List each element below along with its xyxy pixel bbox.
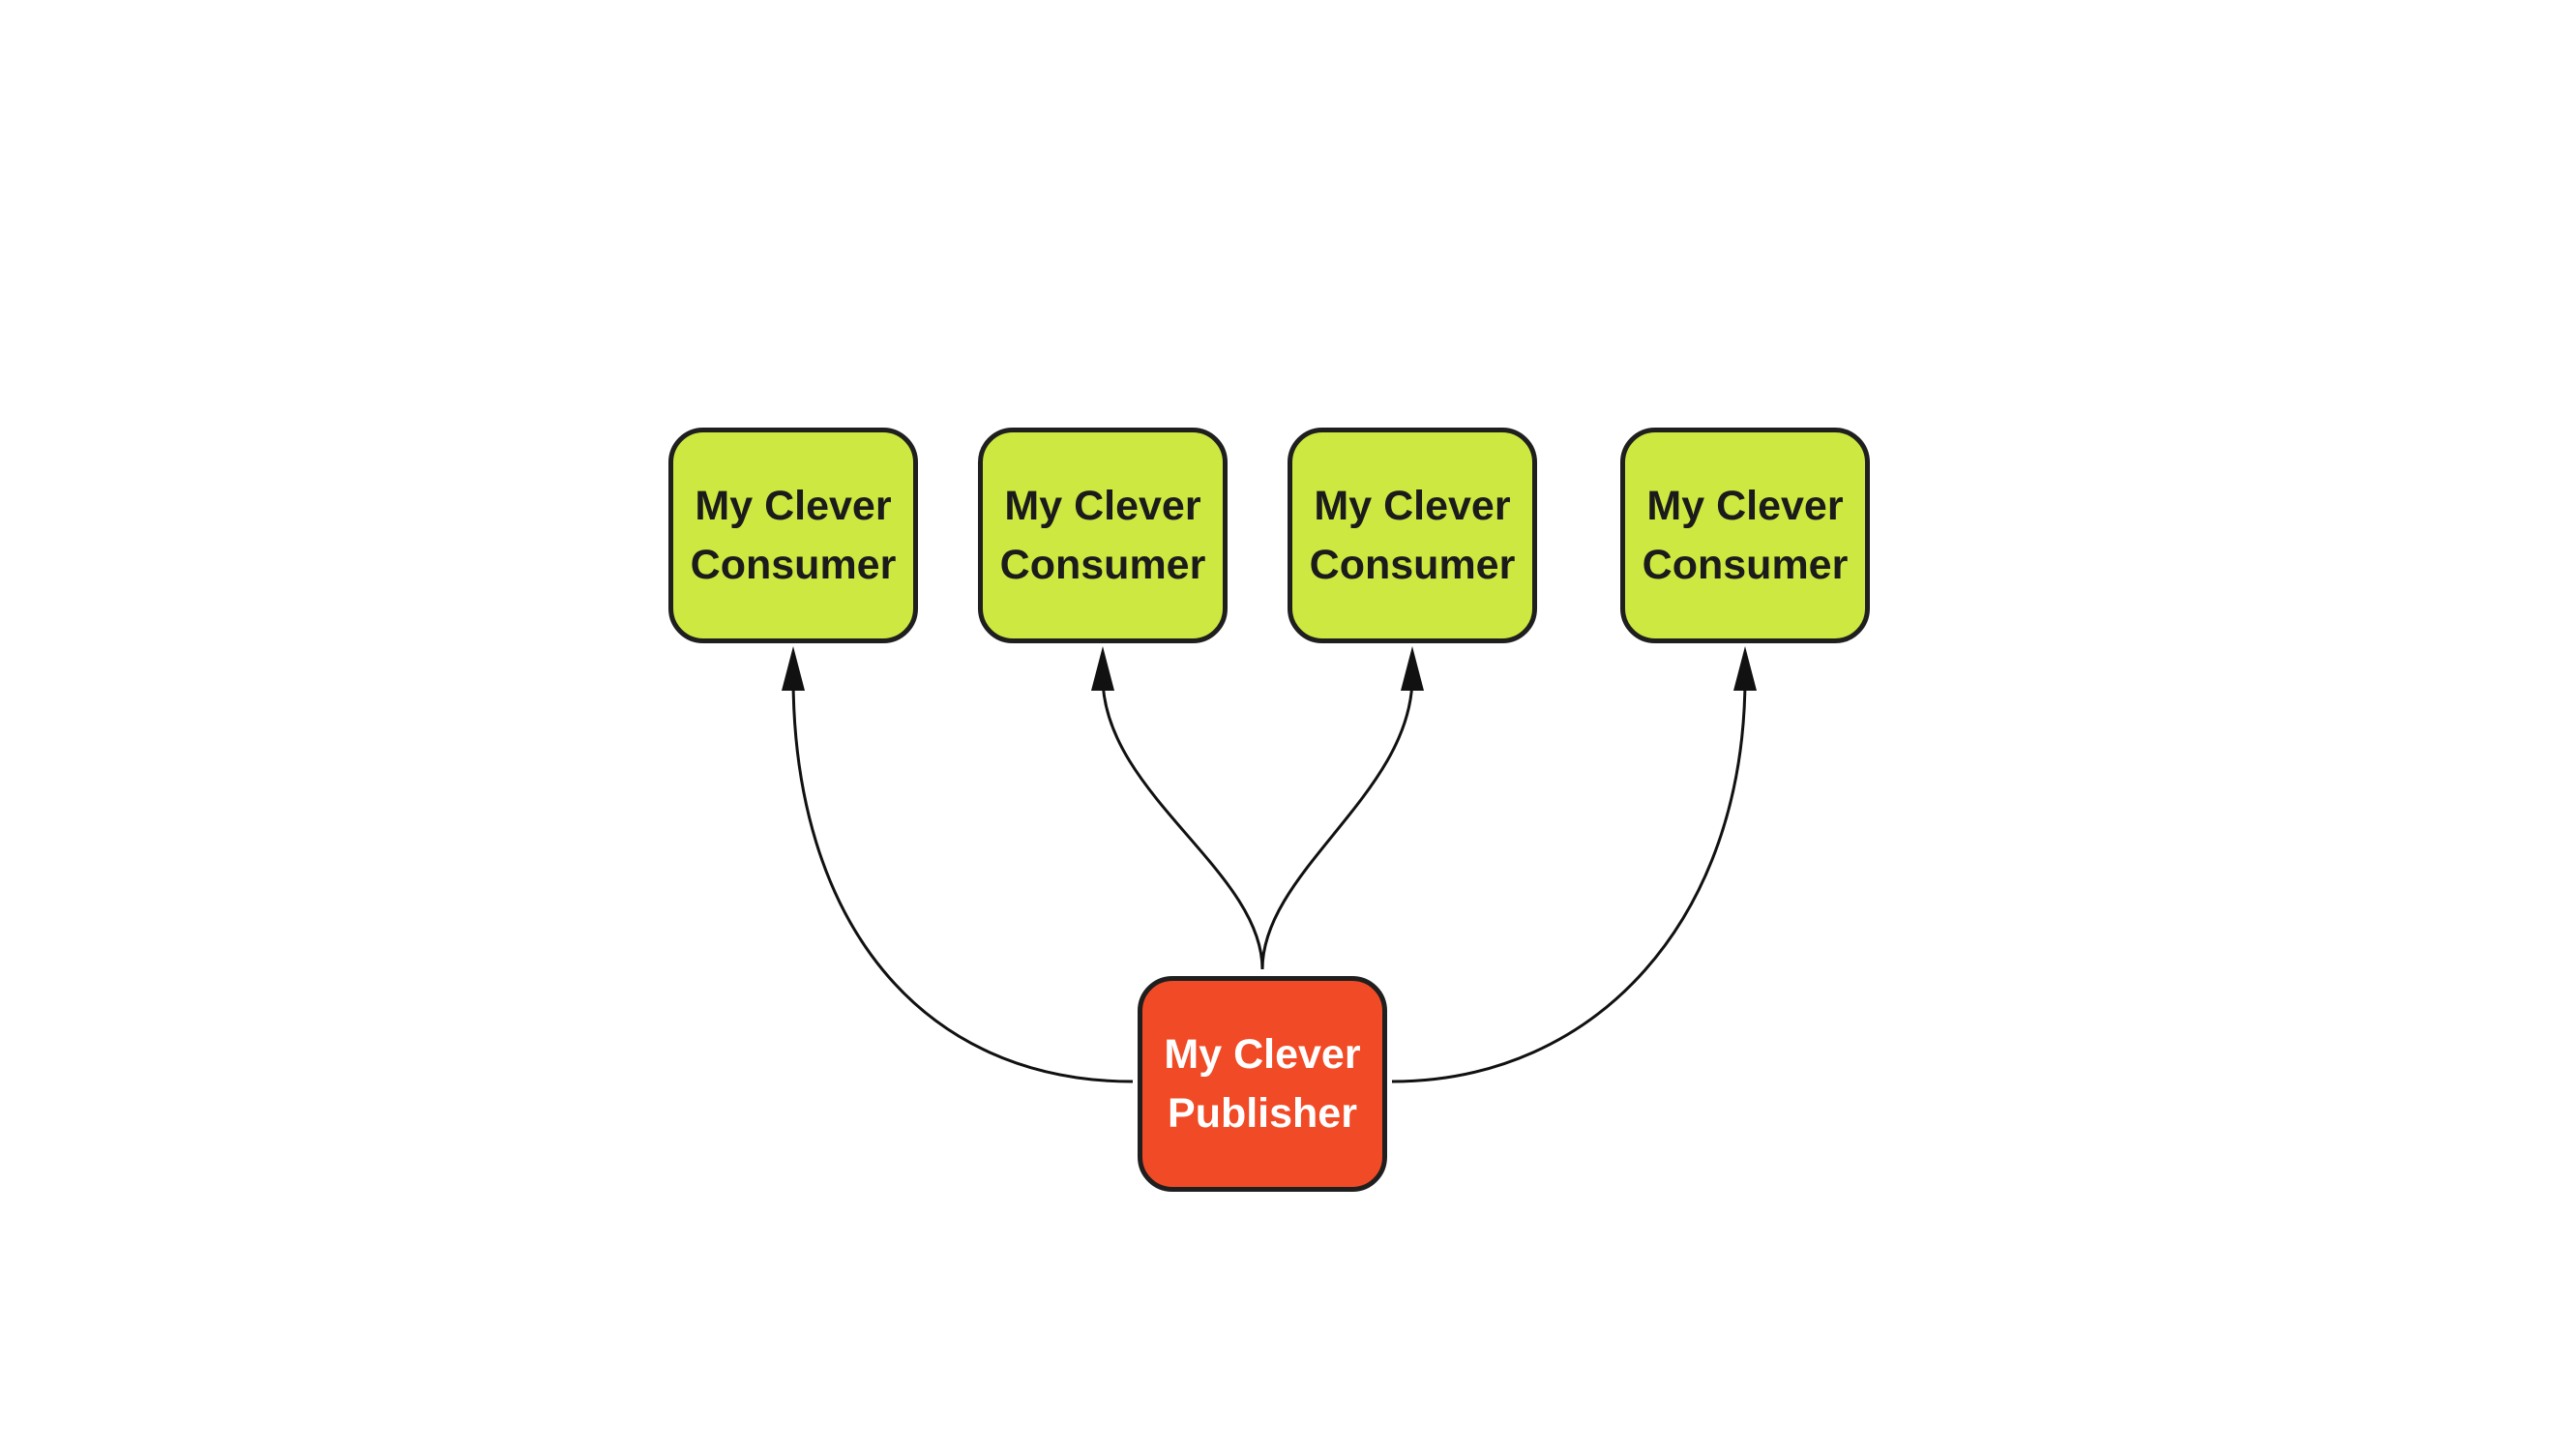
consumer-node-4: My Clever Consumer	[1620, 428, 1870, 643]
consumer-node-1-label: My Clever Consumer	[691, 477, 897, 595]
consumer-node-2-line-1: My Clever	[1004, 482, 1201, 529]
edge-publisher-to-consumer-1	[791, 676, 1134, 1083]
consumer-node-1-line-1: My Clever	[695, 482, 892, 529]
edge-publisher-to-consumer-2	[1101, 676, 1264, 970]
consumer-node-2-line-2: Consumer	[999, 541, 1206, 588]
consumer-node-3-line-2: Consumer	[1309, 541, 1516, 588]
consumer-node-4-line-1: My Clever	[1646, 482, 1844, 529]
publisher-node-line-2: Publisher	[1168, 1089, 1357, 1137]
publisher-node-label: My Clever Publisher	[1164, 1025, 1360, 1143]
arrowhead-consumer-4	[1733, 646, 1757, 691]
consumer-node-3-line-1: My Clever	[1314, 482, 1511, 529]
consumer-node-4-label: My Clever Consumer	[1643, 477, 1849, 595]
arrowhead-consumer-1	[782, 646, 805, 691]
publisher-node-line-1: My Clever	[1164, 1030, 1361, 1078]
edge-publisher-to-consumer-3	[1260, 676, 1414, 970]
consumer-node-1: My Clever Consumer	[668, 428, 918, 643]
publisher-node: My Clever Publisher	[1138, 976, 1387, 1192]
consumer-node-3-label: My Clever Consumer	[1310, 477, 1516, 595]
consumer-node-2-label: My Clever Consumer	[1000, 477, 1206, 595]
consumer-node-4-line-2: Consumer	[1642, 541, 1849, 588]
consumer-node-1-line-2: Consumer	[690, 541, 897, 588]
arrowhead-consumer-3	[1401, 646, 1424, 691]
consumer-node-3: My Clever Consumer	[1288, 428, 1537, 643]
consumer-node-2: My Clever Consumer	[978, 428, 1228, 643]
arrowhead-consumer-2	[1091, 646, 1114, 691]
edge-publisher-to-consumer-4	[1391, 676, 1747, 1083]
